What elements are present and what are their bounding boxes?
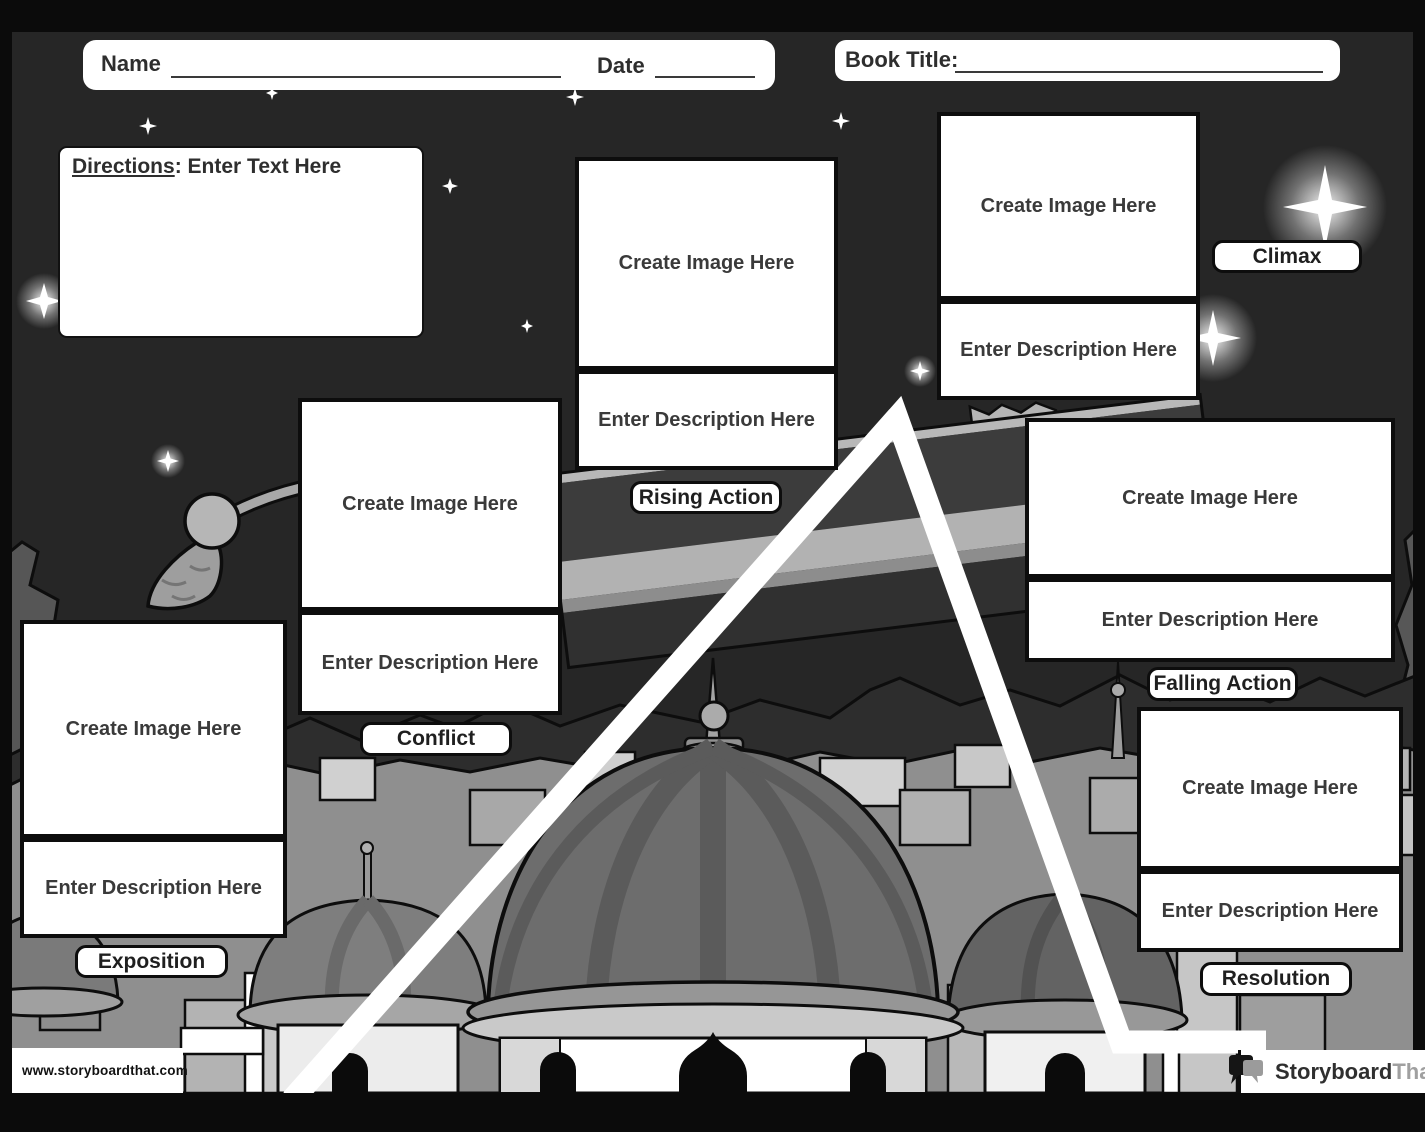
- conflict-image-box[interactable]: Create Image Here: [298, 398, 562, 611]
- star-icon: [26, 283, 62, 319]
- rising-action-image-box[interactable]: Create Image Here: [575, 157, 838, 370]
- climax-image-box[interactable]: Create Image Here: [937, 112, 1200, 300]
- date-label: Date: [597, 53, 645, 78]
- rising-action-label: Rising Action: [630, 481, 782, 514]
- star-icon: [442, 178, 458, 194]
- falling-action-description-box[interactable]: Enter Description Here: [1025, 578, 1395, 662]
- central-dome: [461, 657, 965, 1095]
- name-input-line[interactable]: [171, 76, 561, 78]
- book-title-input-line[interactable]: [955, 71, 1323, 73]
- name-label: Name: [101, 51, 161, 76]
- directions-text: : Enter Text Here: [174, 155, 342, 178]
- directions-label: Directions: [72, 155, 175, 178]
- star-icon: [1283, 165, 1367, 249]
- star-icon: [157, 450, 179, 472]
- conflict-description-box[interactable]: Enter Description Here: [298, 611, 562, 715]
- climax-label: Climax: [1212, 240, 1362, 273]
- book-title-box: Book Title:: [835, 40, 1340, 81]
- star-icon: [139, 117, 157, 135]
- star-icon: [832, 112, 850, 130]
- star-icon: [521, 319, 533, 333]
- directions-box[interactable]: Directions: Enter Text Here: [58, 146, 424, 338]
- brand-logo-black: Storyboard: [1275, 1059, 1393, 1084]
- star-icon: [266, 86, 278, 100]
- website-url: www.storyboardthat.com: [12, 1048, 188, 1093]
- falling-action-label: Falling Action: [1147, 667, 1298, 701]
- climax-description-box[interactable]: Enter Description Here: [937, 300, 1200, 400]
- left-dome: [236, 841, 500, 1095]
- brand-logo: StoryboardThat: [1275, 1059, 1425, 1085]
- star-icon: [910, 361, 930, 381]
- date-input-line[interactable]: [655, 76, 755, 78]
- plot-line: [283, 395, 1266, 1108]
- resolution-image-box[interactable]: Create Image Here: [1137, 707, 1403, 870]
- book-title-label: Book Title:: [845, 47, 959, 72]
- rising-action-description-box[interactable]: Enter Description Here: [575, 370, 838, 470]
- speech-bubbles-icon: [1229, 1055, 1263, 1084]
- exposition-label: Exposition: [75, 945, 228, 978]
- brand-logo-gray: That: [1392, 1059, 1425, 1084]
- resolution-description-box[interactable]: Enter Description Here: [1137, 870, 1403, 952]
- falling-action-image-box[interactable]: Create Image Here: [1025, 418, 1395, 578]
- exposition-description-box[interactable]: Enter Description Here: [20, 838, 287, 938]
- resolution-label: Resolution: [1200, 962, 1352, 996]
- name-date-box: Name Date: [83, 40, 775, 90]
- brand-bar: StoryboardThat: [1229, 1050, 1425, 1093]
- exposition-image-box[interactable]: Create Image Here: [20, 620, 287, 838]
- conflict-label: Conflict: [360, 722, 512, 756]
- star-icon: [566, 88, 584, 106]
- star-icon: [1185, 310, 1241, 366]
